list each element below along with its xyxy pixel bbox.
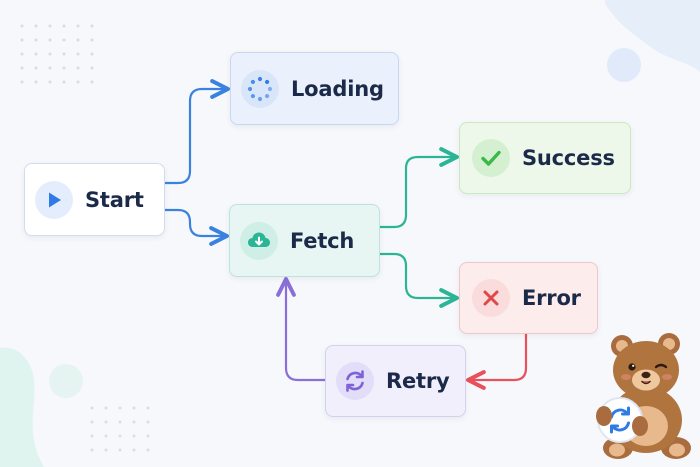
edge-fetch-to-error: [380, 252, 459, 308]
node-loading[interactable]: Loading: [230, 52, 399, 125]
refresh-icon: [336, 362, 374, 400]
checkmark-icon: [472, 139, 510, 177]
node-success[interactable]: Success: [459, 122, 631, 194]
edge-start-to-fetch: [165, 208, 229, 246]
node-error-label: Error: [522, 286, 581, 310]
node-fetch-label: Fetch: [290, 228, 355, 253]
node-retry-label: Retry: [386, 369, 450, 393]
node-start-label: Start: [85, 187, 144, 212]
play-icon: [35, 180, 73, 219]
node-start[interactable]: Start: [24, 163, 165, 236]
node-loading-label: Loading: [291, 76, 384, 101]
node-success-label: Success: [522, 146, 615, 170]
node-error[interactable]: Error: [459, 262, 598, 334]
spinner-icon: [241, 69, 279, 108]
node-retry[interactable]: Retry: [325, 345, 466, 417]
node-fetch[interactable]: Fetch: [229, 204, 380, 277]
close-x-icon: [472, 279, 510, 317]
edge-fetch-to-success: [380, 147, 459, 229]
cloud-download-icon: [240, 221, 278, 260]
edge-start-to-loading: [165, 79, 230, 185]
edge-retry-to-fetch: [276, 277, 325, 382]
edge-error-to-retry: [466, 334, 528, 390]
